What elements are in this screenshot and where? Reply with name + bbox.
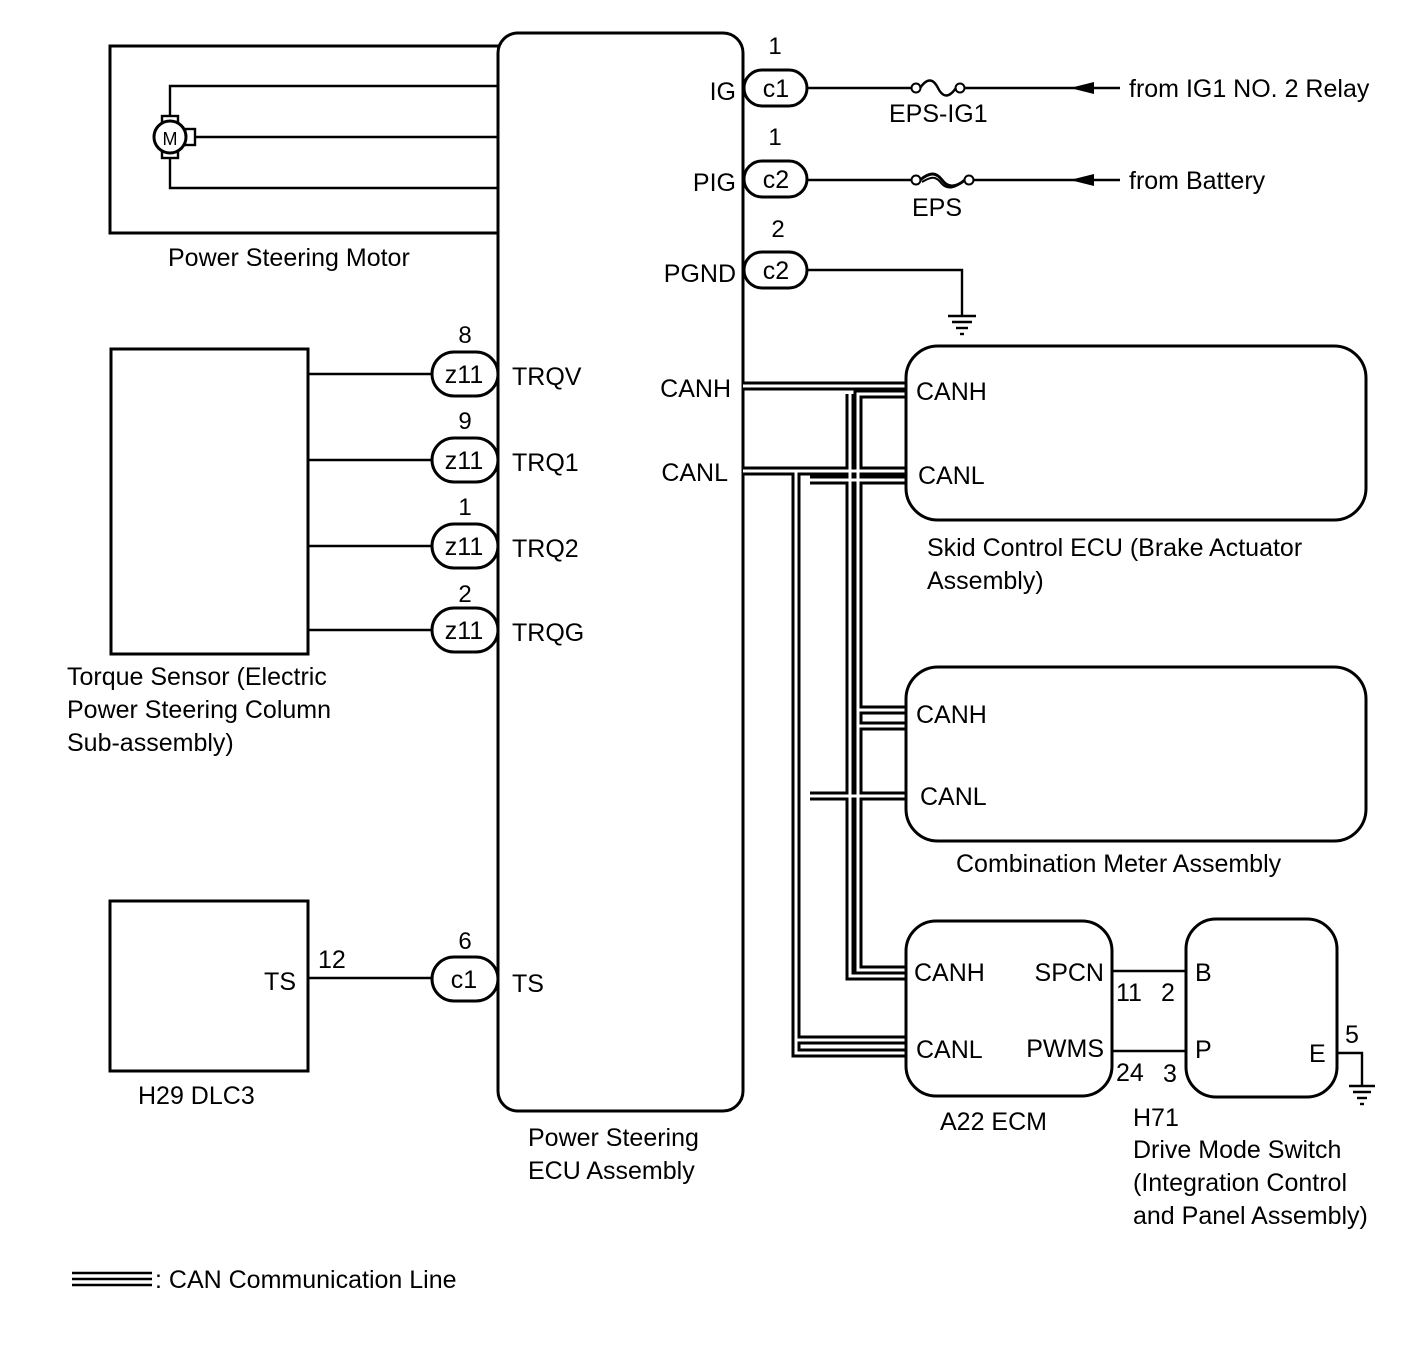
ecm-pwms-label: PWMS	[1026, 1035, 1104, 1063]
connector-pgnd-pin: 2	[771, 216, 784, 243]
fuse-eps-icon	[910, 172, 975, 189]
dlc3-pin-number: 12	[318, 946, 346, 974]
dlc3-pin-ts: TS	[264, 968, 296, 996]
pin-pig-label: PIG	[693, 169, 736, 197]
pin-trq1-label: TRQ1	[512, 449, 579, 477]
pin-trqg-label: TRQG	[512, 619, 584, 647]
switch-pin-b: B	[1195, 959, 1212, 987]
meter-canl-label: CANL	[920, 783, 987, 811]
connector-trq1-code: z11	[445, 447, 483, 475]
connector-ig-code: c1	[763, 75, 789, 103]
connector-ts-code: c1	[451, 966, 477, 994]
motor-label: Power Steering Motor	[168, 244, 410, 272]
switch-code: H71	[1133, 1104, 1179, 1132]
switch-p-pin-number: 3	[1163, 1060, 1177, 1088]
meter-canh-label: CANH	[916, 701, 987, 729]
connector-trq1-pin: 9	[458, 408, 471, 435]
pin-trq2-label: TRQ2	[512, 535, 579, 563]
ecm-pwms-pin: 24	[1116, 1059, 1144, 1087]
pin-ts-label: TS	[512, 970, 544, 998]
connector-ts-pin: 6	[458, 928, 471, 955]
switch-pin-e: E	[1309, 1040, 1326, 1068]
meter-label: Combination Meter Assembly	[956, 850, 1282, 878]
connector-trqv-code: z11	[445, 361, 483, 389]
connector-trqg-code: z11	[445, 617, 483, 645]
power-steering-motor: M Power Steering Motor	[108, 44, 498, 272]
skid-canl-label: CANL	[918, 462, 985, 490]
ecm-canl-label: CANL	[916, 1036, 983, 1064]
connector-pig-pin: 1	[768, 124, 781, 151]
dlc3: TS 12 H29 DLC3	[108, 899, 432, 1110]
skid-control-ecu: CANH CANL Skid Control ECU (Brake Actuat…	[904, 344, 1368, 595]
switch-label-line3: and Panel Assembly)	[1133, 1202, 1368, 1230]
connector-pgnd: c2 2	[742, 216, 809, 290]
skid-label-line1: Skid Control ECU (Brake Actuator	[927, 534, 1302, 562]
ecm: CANH CANL SPCN PWMS 11 24 A22 ECM	[904, 919, 1144, 1136]
pin-pgnd-label: PGND	[664, 260, 736, 288]
switch-e-pin-number: 5	[1345, 1021, 1359, 1049]
torque-sensor: Torque Sensor (Electric Power Steering C…	[67, 347, 432, 757]
ecm-spcn-pin: 11	[1116, 979, 1142, 1007]
skid-canh-label: CANH	[916, 378, 987, 406]
switch-b-pin-number: 2	[1161, 979, 1175, 1007]
connector-trq2-code: z11	[445, 533, 483, 561]
ground-icon	[1349, 1084, 1375, 1106]
can-line-legend-icon	[72, 1271, 152, 1287]
switch-pin-p: P	[1195, 1036, 1212, 1064]
source-battery: from Battery	[1129, 167, 1266, 195]
connector-pig-code: c2	[763, 166, 789, 194]
torque-sensor-line1: Torque Sensor (Electric	[67, 663, 327, 691]
connector-trqg: z11 2	[430, 581, 500, 654]
ecu-name-line1: Power Steering	[528, 1124, 699, 1152]
motor-symbol: M	[163, 129, 178, 149]
connector-pig: c2 1	[742, 124, 809, 199]
switch-label-line2: (Integration Control	[1133, 1169, 1347, 1197]
connector-trqv-pin: 8	[458, 322, 471, 349]
ecm-spcn-label: SPCN	[1035, 959, 1104, 987]
torque-sensor-line3: Sub-assembly)	[67, 729, 234, 757]
connector-trqv: z11 8	[430, 322, 500, 398]
drive-mode-switch: B P E 2 3 5 H71 Drive Mode Switch (Integ…	[1112, 917, 1375, 1230]
pin-trqv-label: TRQV	[512, 363, 582, 391]
torque-sensor-line2: Power Steering Column	[67, 696, 331, 724]
power-supply-circuits: EPS-IG1 from IG1 NO. 2 Relay EPS from Ba…	[807, 75, 1370, 336]
connector-ts: c1 6	[430, 928, 500, 1003]
source-ig1-relay: from IG1 NO. 2 Relay	[1129, 75, 1370, 103]
connector-trq2: z11 1	[430, 494, 500, 570]
dlc3-label: H29 DLC3	[138, 1082, 255, 1110]
switch-label-line1: Drive Mode Switch	[1133, 1136, 1341, 1164]
pin-canh-label: CANH	[660, 375, 731, 403]
legend: : CAN Communication Line	[72, 1266, 457, 1294]
connector-trqg-pin: 2	[458, 581, 471, 608]
combination-meter: CANH CANL Combination Meter Assembly	[904, 665, 1368, 878]
fuse-eps-ig1-icon	[910, 79, 966, 97]
connector-ig: c1 1	[742, 33, 809, 108]
ecm-label: A22 ECM	[940, 1108, 1047, 1136]
pin-ig-label: IG	[710, 78, 736, 106]
fuse-eps-ig1-label: EPS-IG1	[889, 100, 988, 128]
fuse-eps-label: EPS	[912, 194, 962, 222]
legend-text: : CAN Communication Line	[155, 1266, 457, 1294]
pin-canl-label: CANL	[661, 459, 728, 487]
motor-icon	[152, 119, 188, 155]
connector-ig-pin: 1	[768, 33, 781, 60]
ecu-name-line2: ECU Assembly	[528, 1157, 695, 1185]
skid-label-line2: Assembly)	[927, 567, 1044, 595]
power-steering-ecu: Power Steering ECU Assembly IG PIG PGND …	[496, 31, 745, 1185]
connector-trq1: z11 9	[430, 408, 500, 484]
ecm-canh-label: CANH	[914, 959, 985, 987]
ground-icon	[948, 314, 976, 336]
can-bus-lines	[743, 381, 906, 1058]
connector-pgnd-code: c2	[763, 257, 789, 285]
connector-trq2-pin: 1	[458, 494, 471, 521]
